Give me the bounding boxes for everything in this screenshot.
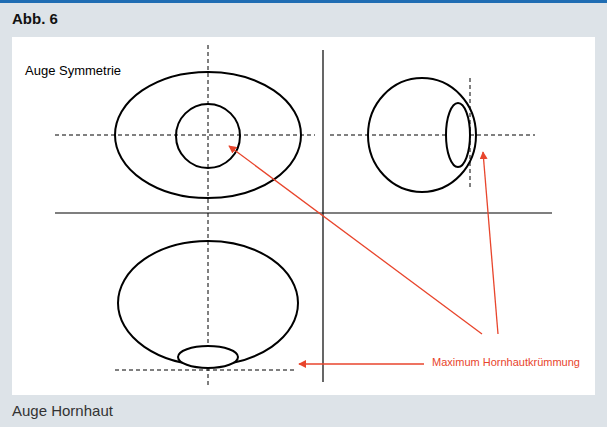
panel (12, 37, 595, 395)
callout-label: Maximum Hornhautkrümmung (430, 356, 582, 368)
divider-line (55, 212, 552, 213)
figure-caption: Auge Hornhaut (12, 402, 113, 419)
top-bar (0, 0, 607, 3)
cornea-front (176, 104, 240, 168)
figure-title: Abb. 6 (12, 10, 58, 27)
guide-lines (55, 45, 535, 385)
eyeball-side (368, 78, 476, 192)
leader-lines (229, 146, 498, 364)
cornea-side (446, 103, 470, 167)
view-label: Auge Symmetrie (25, 63, 121, 78)
cornea-top (178, 346, 238, 368)
